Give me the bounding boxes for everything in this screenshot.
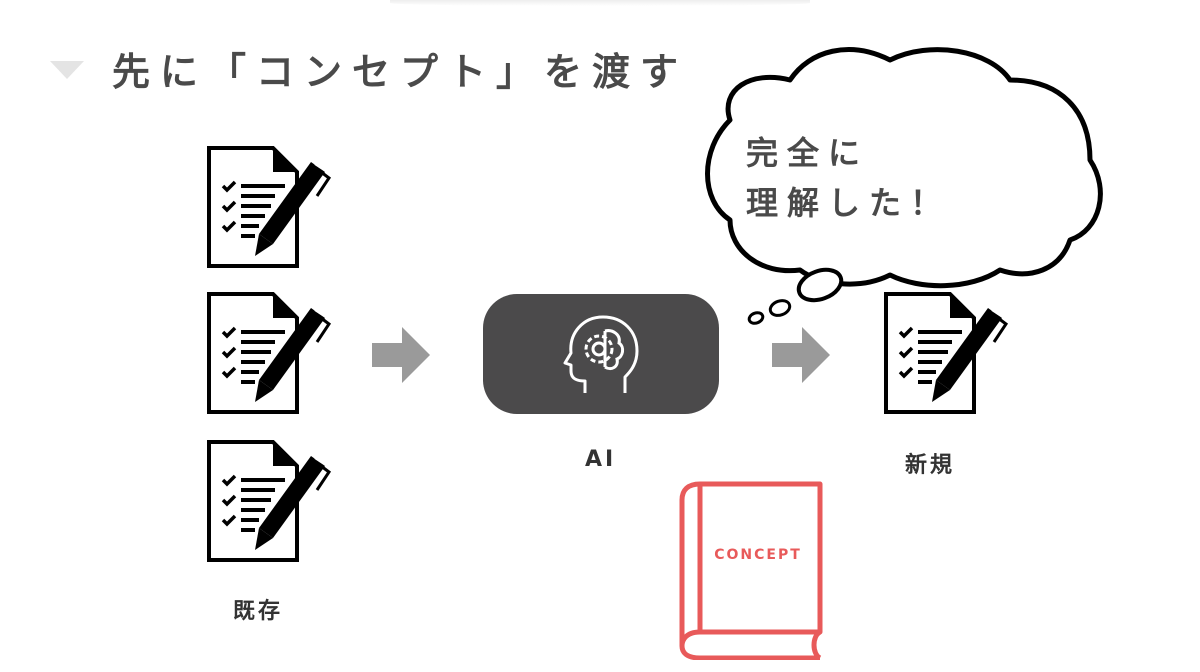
thought-bubble-text: 完全に 理解した！ — [746, 128, 951, 228]
checklist-document-pen-icon — [884, 292, 1009, 414]
thought-bubble — [690, 40, 1120, 340]
concept-book-label: CONCEPT — [714, 547, 802, 563]
thought-line-1: 完全に — [746, 134, 870, 172]
checklist-document-pen-icon — [207, 292, 332, 414]
existing-label: 既存 — [233, 599, 284, 624]
page-title: 先に「コンセプト」を渡す — [112, 49, 689, 94]
existing-document-2 — [203, 290, 333, 420]
existing-document-3 — [203, 438, 333, 568]
top-shadow — [390, 0, 810, 6]
arrow-right-icon — [772, 327, 832, 383]
checklist-document-pen-icon — [207, 146, 332, 268]
arrow-right-icon — [372, 327, 432, 383]
title-row: 先に「コンセプト」を渡す — [50, 38, 688, 98]
concept-book — [676, 480, 826, 661]
thought-line-2: 理解した！ — [746, 184, 952, 222]
new-label: 新規 — [905, 453, 956, 478]
existing-document-1 — [203, 144, 333, 274]
triangle-down-icon — [50, 61, 84, 79]
head-brain-gear-icon — [563, 315, 639, 393]
ai-label: AI — [585, 447, 617, 472]
checklist-document-pen-icon — [207, 440, 332, 562]
thought-cloud-icon — [705, 47, 1103, 325]
ai-box — [483, 294, 719, 414]
new-document — [880, 290, 1010, 420]
book-icon — [679, 481, 823, 661]
